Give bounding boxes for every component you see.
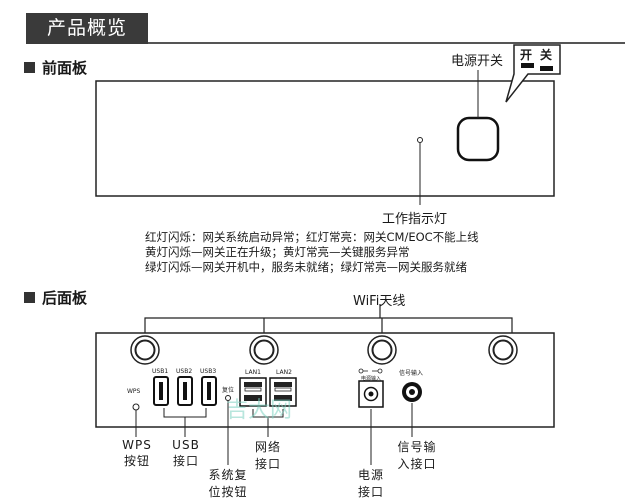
bullet-square-icon [24,62,35,73]
status-line-red: 红灯闪烁：网关系统启动异常；红灯常亮：网关CM/EOC不能上线 [145,230,479,244]
port-label-reset: 复位 [222,387,235,394]
antenna-connector-1 [130,335,160,365]
switch-off-label: 关 [540,48,553,62]
antenna-connector-4 [488,335,518,365]
port-label-lan2: LAN2 [276,369,292,376]
callout-reset: 系统复位按钮 [208,468,248,499]
power-switch-label: 电源开关 [451,54,504,69]
front-panel-label: 前面板 [42,59,88,77]
bullet-square-icon [24,292,35,303]
watermark: 吉大网 [226,398,293,423]
status-line-green: 绿灯闪烁—网关开机中，服务未就绪；绿灯常亮—网关服务就绪 [145,260,467,274]
indicator-label: 工作指示灯 [382,212,448,227]
reset-button [225,395,231,401]
polarity-icon [358,368,383,374]
usb-port-2 [177,376,193,406]
port-label-lan1: LAN1 [245,369,261,376]
port-label-usb3: USB3 [200,368,217,375]
callout-lan: 网络接口 [254,440,281,471]
antenna-connector-2 [249,335,279,365]
power-jack [358,380,384,408]
port-label-signal-in: 信号输入 [399,370,424,377]
power-button [456,116,500,162]
switch-on-mark [521,63,534,68]
wifi-antenna-label: WiFi天线 [353,294,406,309]
port-label-power-in: 电源输入 [361,376,382,382]
front-panel-heading: 前面板 [24,57,87,78]
switch-on-label: 开 [520,48,533,62]
usb-port-1 [153,376,169,406]
lan-port-1 [239,377,267,407]
callout-signal: 信号输入接口 [397,440,437,471]
signal-input-connector [402,382,422,402]
wps-button [132,403,140,411]
port-label-wps: WPS [127,388,141,395]
rear-panel-heading: 后面板 [24,287,87,308]
rear-panel-label: 后面板 [42,289,88,307]
switch-callout-bubble [505,44,561,103]
callout-power: 电源接口 [357,468,384,499]
section-title: 产品概览 [26,13,148,44]
indicator-led [417,137,423,143]
status-line-yellow: 黄灯闪烁—网关正在升级；黄灯常亮—关键服务异常 [145,245,410,259]
port-label-usb2: USB2 [176,368,193,375]
antenna-connector-3 [367,335,397,365]
rear-panel-body [95,332,555,428]
title-underline [148,42,625,44]
lan-port-2 [269,377,297,407]
usb-port-3 [201,376,217,406]
port-label-usb1: USB1 [152,368,169,375]
switch-off-mark [540,66,553,71]
